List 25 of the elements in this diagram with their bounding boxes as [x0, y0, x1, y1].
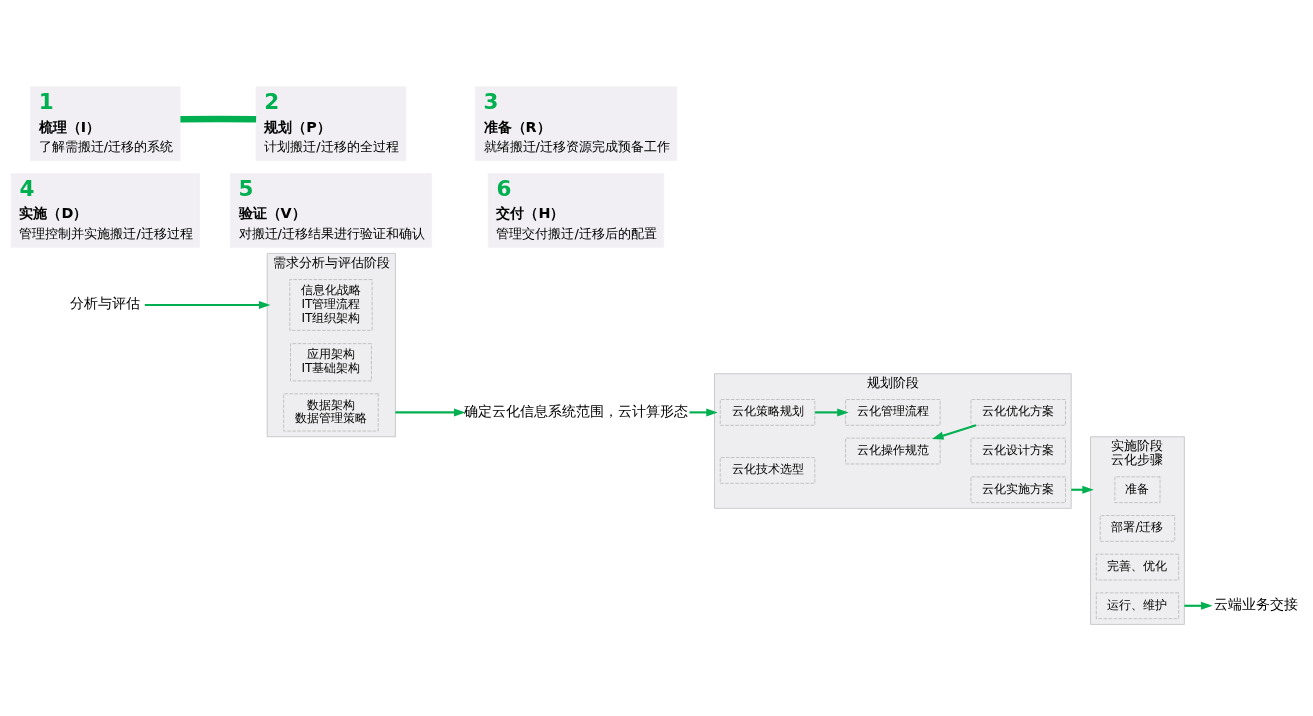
node-box: 数据架构 数据管理策略: [283, 392, 379, 431]
node-text: 云端业务交接: [1213, 596, 1298, 612]
node-box: 应用架构 IT基础架构: [290, 342, 372, 381]
node-text: 确定云化信息系统范围，云计算形态: [463, 403, 688, 419]
arrow: [815, 407, 849, 416]
node-box: 1 梳理（I） 了解需搬迁/迁移的系统: [30, 86, 181, 161]
arrow: [144, 300, 271, 309]
node-box: 运行、维护: [1095, 592, 1179, 619]
node-box: 云化设计方案: [970, 437, 1066, 464]
node-box: 准备: [1114, 476, 1161, 503]
node-text: 分析与评估: [70, 295, 141, 311]
node-box: 部署/迁移: [1099, 514, 1176, 542]
node-box: 云化优化方案: [970, 398, 1066, 426]
node-box: 云化操作规范: [845, 437, 941, 464]
node-box: 云化实施方案: [970, 476, 1066, 503]
node-box: 云化管理流程: [845, 398, 941, 426]
node-box: 云化策略规划: [719, 398, 816, 426]
arrow: [932, 423, 977, 439]
connector: [180, 115, 257, 122]
node-box: 信息化战略 IT管理流程 IT组织架构: [289, 278, 373, 331]
node-box: 2 规划（P） 计划搬迁/迁移的全过程: [255, 86, 407, 161]
arrow: [395, 407, 466, 416]
node-box: 云化技术选型: [719, 456, 816, 484]
arrow: [689, 407, 718, 416]
node-box: 完善、优化: [1095, 553, 1179, 580]
